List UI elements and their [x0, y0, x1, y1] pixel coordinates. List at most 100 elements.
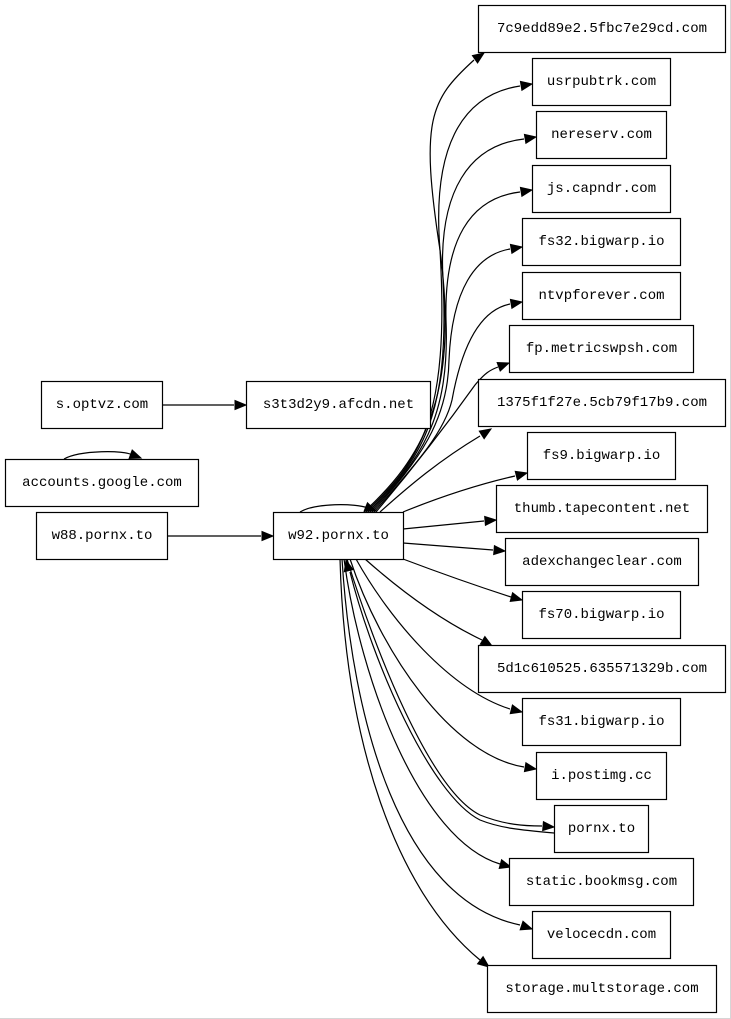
- edge-line: [343, 558, 501, 865]
- node-tapecontent: thumb.tapecontent.net: [495, 484, 709, 534]
- edge-w92-to-multstorage: [339, 558, 491, 968]
- node-s_optvz: s.optvz.com: [40, 380, 164, 430]
- node-label: 1375f1f27e.5cb79f17b9.com: [497, 395, 707, 411]
- node-multstorage: storage.multstorage.com: [486, 964, 718, 1014]
- edge-line: [339, 558, 481, 961]
- node-fs70: fs70.bigwarp.io: [521, 590, 682, 640]
- edge-line: [367, 138, 525, 513]
- arrowhead-icon: [519, 920, 534, 931]
- node-box: [504, 537, 700, 587]
- node-label: ntvpforever.com: [538, 288, 664, 304]
- arrowhead-icon: [496, 362, 511, 372]
- node-label: usrpubtrk.com: [547, 74, 656, 90]
- edge-line: [379, 435, 481, 513]
- node-w88: w88.pornx.to: [35, 511, 169, 561]
- edge-w92-to-w92: [299, 501, 378, 513]
- node-label: fp.metricswpsh.com: [526, 341, 677, 357]
- arrowhead-icon: [478, 428, 493, 440]
- edge-line: [371, 248, 511, 513]
- node-fs9: fs9.bigwarp.io: [526, 431, 677, 481]
- arrowhead-icon: [479, 635, 494, 647]
- edge-line: [349, 558, 525, 768]
- edge-line: [402, 558, 512, 598]
- node-postimg: i.postimg.cc: [535, 751, 668, 801]
- node-fs31: fs31.bigwarp.io: [521, 697, 682, 747]
- edge-w92-to-adexchange: [402, 542, 507, 556]
- edge-line: [402, 542, 494, 551]
- edge-line: [346, 558, 543, 827]
- node-t_1375: 1375f1f27e.5cb79f17b9.com: [477, 378, 727, 428]
- edge-line: [299, 504, 369, 513]
- node-s3t3d2y9: s3t3d2y9.afcdn.net: [245, 380, 432, 430]
- edge-line: [402, 475, 516, 513]
- edge-line: [355, 558, 511, 710]
- arrowhead-icon: [509, 704, 524, 715]
- node-label: s3t3d2y9.afcdn.net: [263, 397, 414, 413]
- edge-line: [375, 366, 499, 513]
- edge-w92-to-tapecontent: [402, 515, 498, 530]
- arrowhead-icon: [484, 515, 498, 527]
- node-box: [486, 964, 718, 1014]
- node-label: w88.pornx.to: [52, 528, 153, 544]
- node-box: [521, 217, 682, 267]
- node-label: thumb.tapecontent.net: [514, 501, 690, 517]
- node-box: [521, 697, 682, 747]
- edge-line: [365, 85, 521, 513]
- node-box: [477, 4, 727, 54]
- edge-w92-to-t_7c9: [363, 52, 486, 513]
- edge-pornx-to-w92: [343, 558, 555, 834]
- arrowhead-icon: [509, 298, 524, 310]
- node-t_5d1: 5d1c610525.635571329b.com: [477, 644, 727, 694]
- node-box: [508, 324, 695, 374]
- node-box: [35, 511, 169, 561]
- edge-w92-to-usrpubtrk: [365, 80, 534, 513]
- node-box: [508, 857, 695, 907]
- node-fs32: fs32.bigwarp.io: [521, 217, 682, 267]
- node-accounts: accounts.google.com: [4, 458, 200, 508]
- node-t_7c9: 7c9edd89e2.5fbc7e29cd.com: [477, 4, 727, 54]
- node-box: [272, 511, 405, 561]
- arrowhead-icon: [498, 858, 513, 870]
- edge-w92-to-fs32: [371, 243, 524, 513]
- arrowhead-icon: [476, 955, 491, 968]
- edge-w92-to-postimg: [349, 558, 538, 773]
- node-label: storage.multstorage.com: [505, 981, 698, 997]
- edge-w92-to-pornx: [346, 558, 556, 832]
- node-box: [477, 378, 727, 428]
- node-metricswpsh: fp.metricswpsh.com: [508, 324, 695, 374]
- edge-line: [364, 558, 483, 641]
- nodes-layer: s.optvz.com s3t3d2y9.afcdn.net accounts.go…: [4, 4, 727, 1014]
- edge-w92-to-fs9: [402, 470, 529, 513]
- node-box: [531, 910, 672, 960]
- node-label: nereserv.com: [551, 127, 652, 143]
- node-box: [553, 804, 650, 854]
- node-adexchange: adexchangeclear.com: [504, 537, 700, 587]
- node-box: [245, 380, 432, 430]
- node-box: [535, 110, 668, 160]
- node-velocecdn: velocecdn.com: [531, 910, 672, 960]
- node-bookmsg: static.bookmsg.com: [508, 857, 695, 907]
- arrowhead-icon: [509, 243, 524, 255]
- edge-line: [63, 451, 133, 460]
- arrowhead-icon: [523, 133, 538, 145]
- edge-w88-to-w92: [167, 530, 275, 542]
- edge-w92-to-metricswpsh: [375, 362, 511, 513]
- arrowhead-icon: [261, 530, 275, 542]
- arrowhead-icon: [514, 470, 529, 481]
- node-box: [521, 590, 682, 640]
- arrowhead-icon: [493, 544, 507, 556]
- node-label: 7c9edd89e2.5fbc7e29cd.com: [497, 21, 707, 37]
- edge-line: [341, 558, 521, 926]
- node-label: fs9.bigwarp.io: [543, 448, 661, 464]
- node-nereserv: nereserv.com: [535, 110, 668, 160]
- node-label: velocecdn.com: [547, 927, 656, 943]
- node-box: [535, 751, 668, 801]
- arrowhead-icon: [519, 80, 534, 92]
- arrowhead-icon: [234, 399, 248, 411]
- edge-w92-to-nereserv: [367, 133, 538, 513]
- edge-line: [363, 59, 475, 513]
- arrowhead-icon: [471, 52, 486, 64]
- node-capndr: js.capndr.com: [531, 164, 672, 214]
